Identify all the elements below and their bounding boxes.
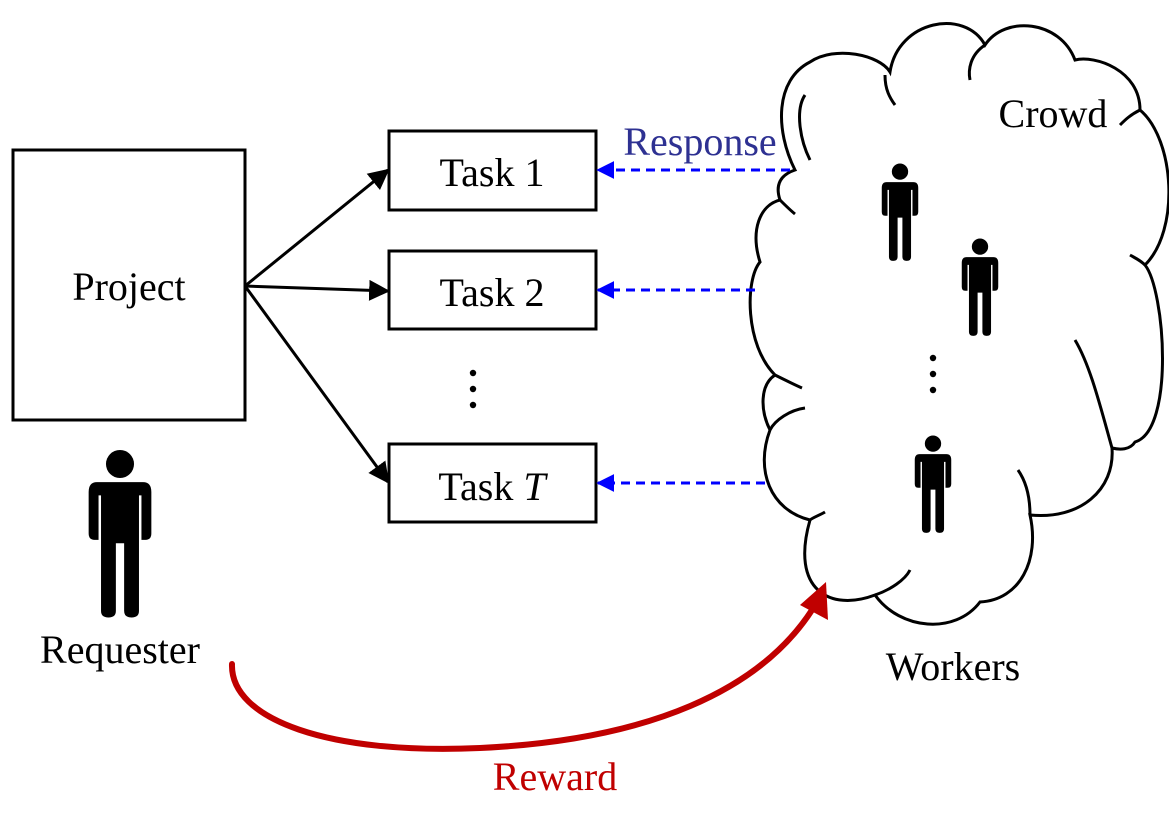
task-2-number: 2 <box>524 270 544 315</box>
arrow-to-task-2 <box>244 279 391 301</box>
arrow-to-task-1 <box>244 168 390 288</box>
task-1-prefix: Task <box>440 150 525 195</box>
svg-text:Task T: Task T <box>438 464 548 509</box>
task-1-number: 1 <box>524 150 544 195</box>
crowd-label: Crowd <box>999 91 1108 136</box>
task-ellipsis <box>469 369 477 409</box>
task-t-prefix: Task <box>438 464 523 509</box>
arrow-to-task-t <box>243 285 390 484</box>
project-to-task-arrows <box>243 168 391 484</box>
worker-ellipsis <box>929 354 937 394</box>
task-2-prefix: Task <box>440 270 525 315</box>
svg-text:Task 1: Task 1 <box>440 150 545 195</box>
crowd-cloud-ridges <box>768 43 1147 597</box>
reward-label: Reward <box>493 754 617 799</box>
response-arrows <box>596 161 790 492</box>
task-t-symbol: T <box>523 464 548 509</box>
requester-label: Requester <box>40 627 200 672</box>
task-box-2: Task 2 <box>387 249 598 331</box>
project-box <box>11 148 247 422</box>
project-label: Project <box>72 264 185 309</box>
response-label: Response <box>623 119 776 164</box>
svg-text:Task 2: Task 2 <box>440 270 545 315</box>
requester-person-icon <box>88 449 152 618</box>
crowd-cloud <box>748 22 1169 626</box>
task-box-t: Task T <box>387 442 598 524</box>
reward-arrowhead <box>800 582 828 620</box>
reward-arrow <box>228 607 815 752</box>
workers-label: Workers <box>886 644 1021 689</box>
task-box-1: Task 1 <box>387 129 598 212</box>
